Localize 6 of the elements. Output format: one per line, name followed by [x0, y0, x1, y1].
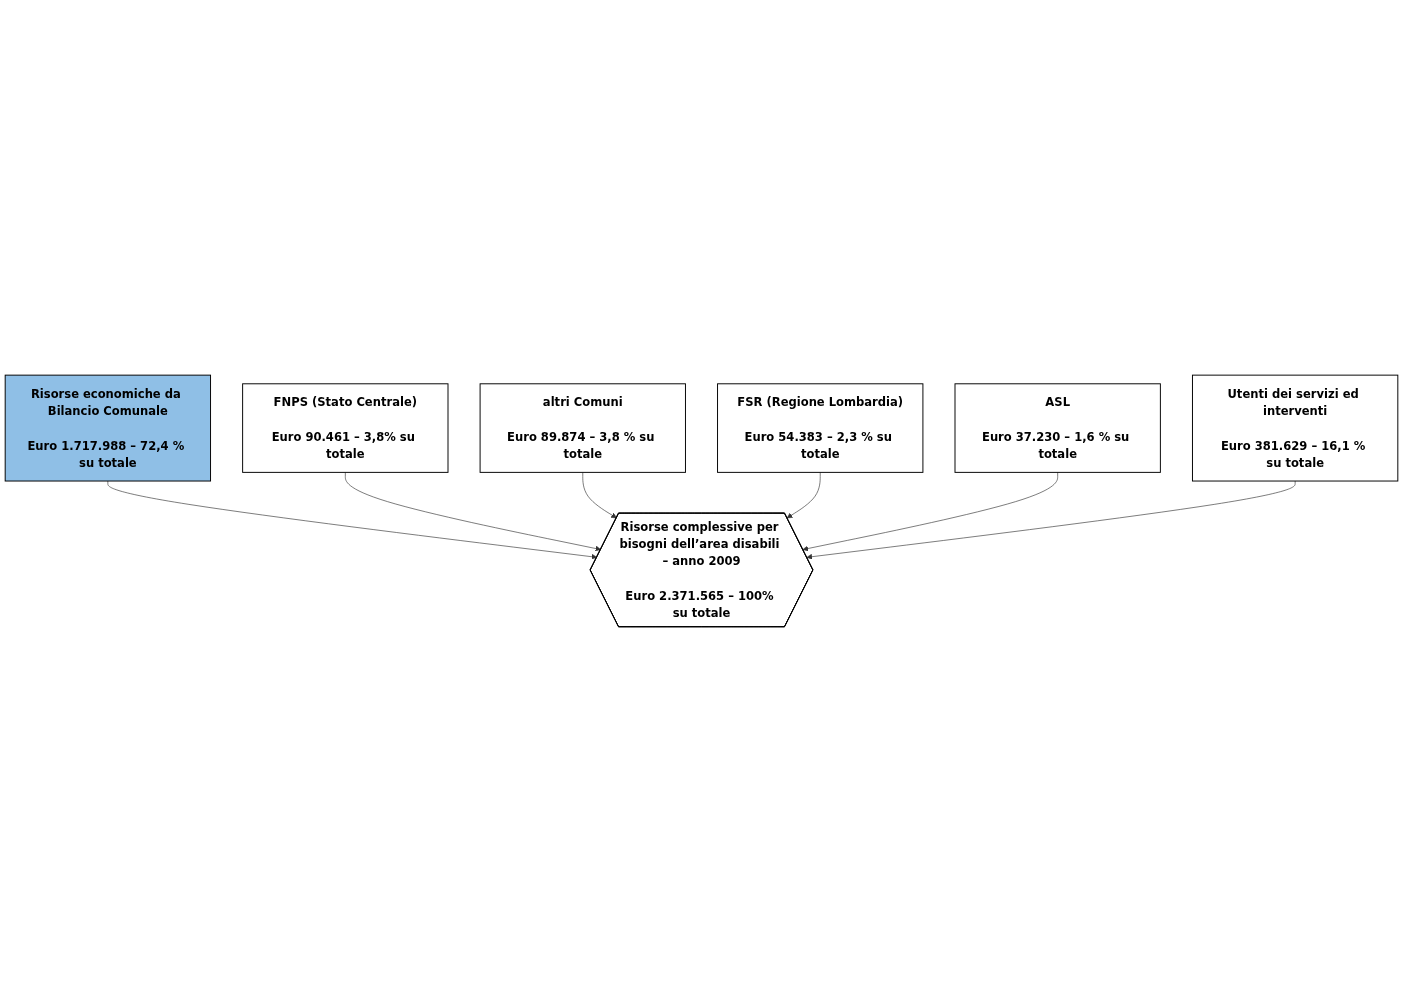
node-box: Utenti dei servizi ed interventi Euro 381.629 – 16,1 % su totale [1192, 374, 1399, 482]
node-box: altri Comuni Euro 89.874 – 3,8 % su totale [479, 383, 686, 473]
node-box: FSR (Regione Lombardia) Euro 54.383 – 2,3 % su totale [717, 383, 924, 473]
node-box: FNPS (Stato Centrale) Euro 90.461 – 3,8% su totale [242, 383, 449, 473]
node-box: Risorse economiche da Bilancio Comunale Euro 1.717.988 – 72,4 % su totale [4, 374, 211, 482]
node-box: ASL Euro 37.230 – 1,6 % su totale [954, 383, 1161, 473]
